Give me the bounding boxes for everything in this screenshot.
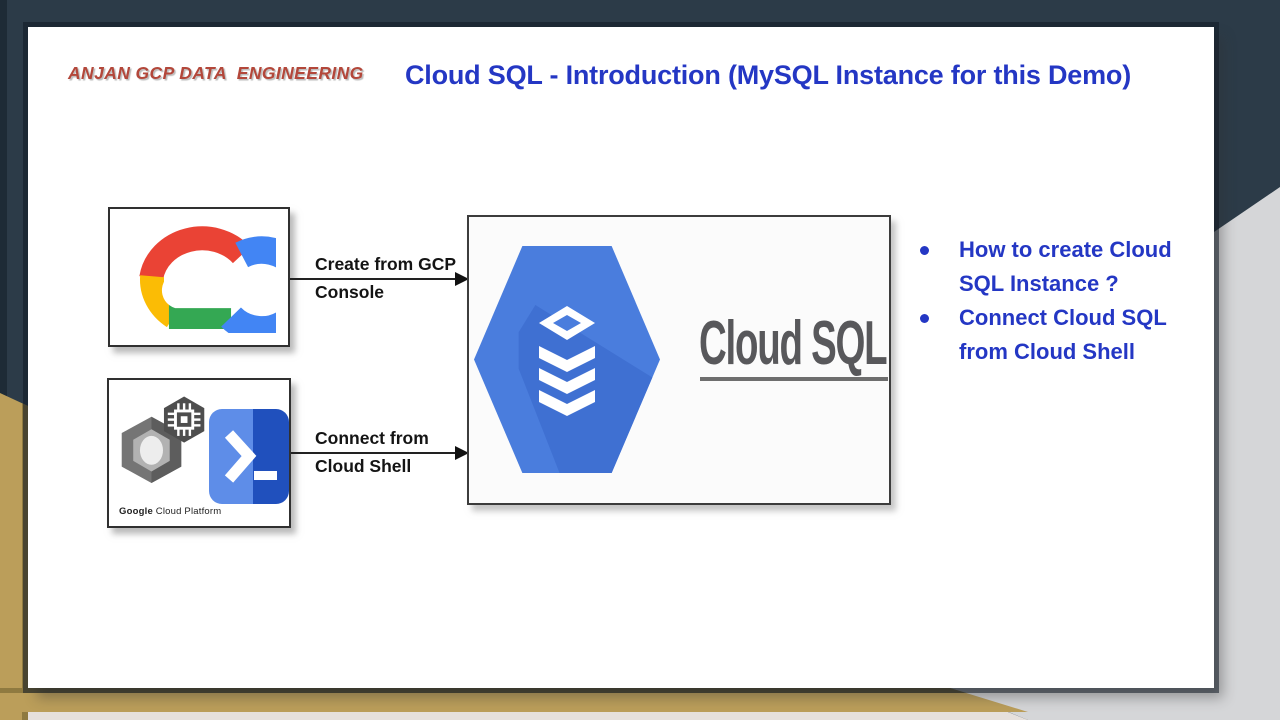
- list-item: How to create Cloud SQL Instance ?: [920, 233, 1220, 301]
- arrow-create-label-line2: Console: [315, 282, 385, 302]
- arrow-create-label: Create from GCP Console: [315, 250, 456, 306]
- arrowhead-icon: [455, 272, 469, 286]
- arrow-create: [290, 272, 469, 286]
- cloud-sql-hexagon-icon: [474, 246, 660, 473]
- frame-gold-bottom-band: [0, 688, 1028, 712]
- frame-bottom-light-strip: [0, 712, 1028, 720]
- topic-text: How to create Cloud SQL Instance ?: [959, 237, 1172, 296]
- gcp-console-image-box: [108, 207, 290, 347]
- database-stack-icon: [539, 306, 595, 416]
- gcp-caption-rest: Cloud Platform: [152, 506, 222, 517]
- topics-list: How to create Cloud SQL Instance ? Conne…: [920, 233, 1220, 369]
- arrow-connect-label-line2: Cloud Shell: [315, 456, 412, 476]
- bullet-icon: [920, 314, 929, 323]
- slide-canvas: ANJAN GCP DATA ENGINEERING Cloud SQL - I…: [28, 27, 1214, 688]
- list-item: Connect Cloud SQL from Cloud Shell: [920, 301, 1220, 369]
- arrow-connect-label: Connect from Cloud Shell: [315, 424, 429, 480]
- bullet-icon: [920, 246, 929, 255]
- frame-left-dark-edge: [0, 0, 7, 400]
- arrow-connect: [291, 446, 469, 460]
- cloud-sql-underline: [700, 377, 888, 381]
- arrow-create-label-line1: Create from GCP: [315, 254, 457, 274]
- gcp-caption-bold: Google: [119, 506, 153, 517]
- arrowhead-icon: [455, 446, 469, 460]
- slide-title: Cloud SQL - Introduction (MySQL Instance…: [404, 60, 1132, 90]
- cloud-shell-image-box: Google Cloud Platform: [107, 378, 291, 528]
- cloud-shell-icon: [209, 409, 289, 504]
- arrow-connect-label-line1: Connect from: [315, 428, 429, 448]
- frame-gray-right-wedge: [1214, 187, 1280, 720]
- cloud-sql-image-box: Cloud SQL: [467, 215, 891, 505]
- topic-text: Connect Cloud SQL from Cloud Shell: [959, 305, 1167, 364]
- gcp-platform-caption: Google Cloud Platform: [119, 506, 221, 517]
- brand-text: ANJAN GCP DATA ENGINEERING: [68, 63, 364, 83]
- frame-gold-left-wedge: [0, 393, 28, 720]
- gcp-platform-icon: [121, 396, 205, 483]
- google-cloud-icon: [139, 226, 276, 333]
- cloud-sql-logotype: Cloud SQL: [699, 309, 888, 378]
